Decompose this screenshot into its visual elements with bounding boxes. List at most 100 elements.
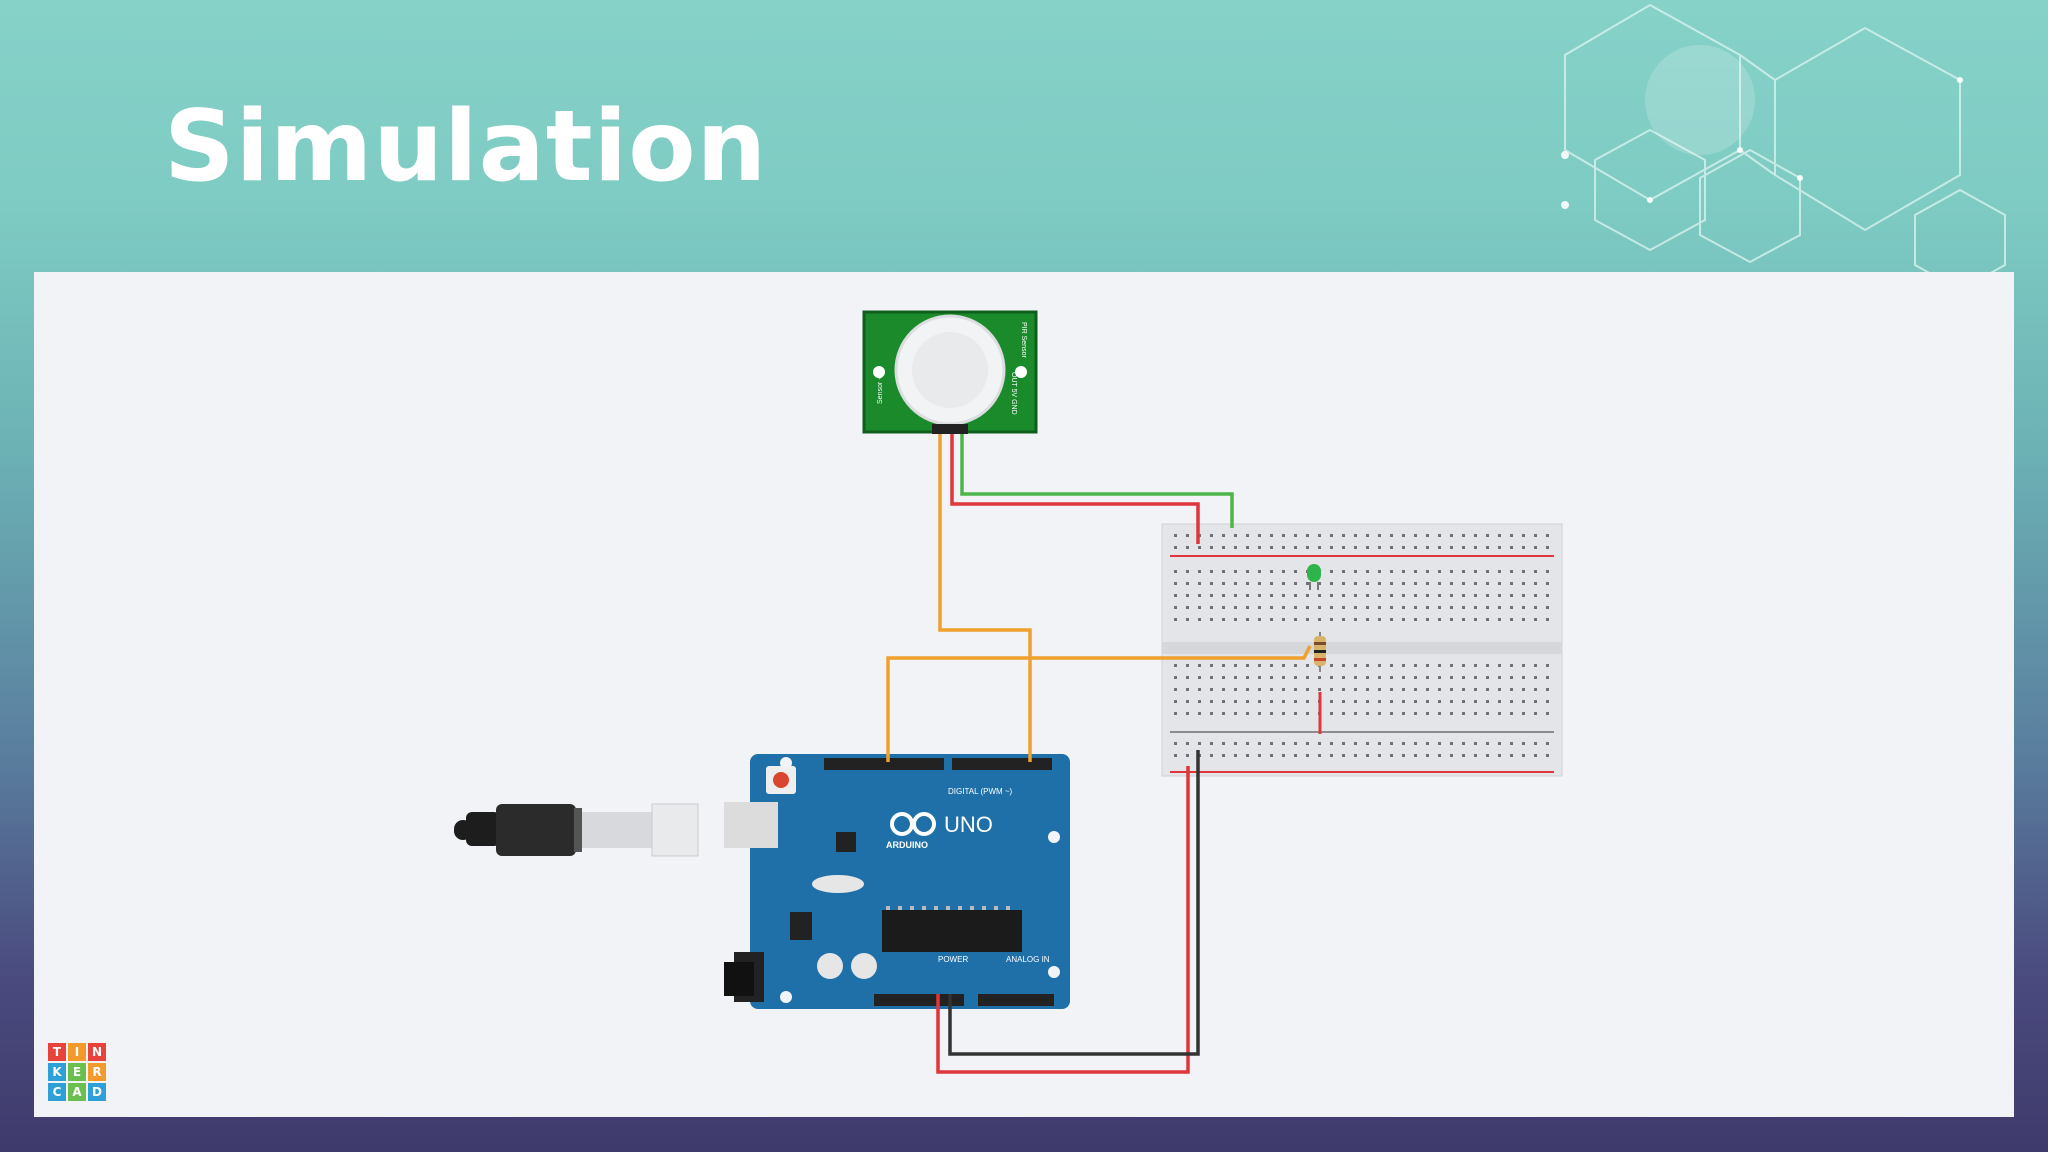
breadboard-hole[interactable] [1330, 582, 1333, 585]
breadboard-hole[interactable] [1366, 712, 1369, 715]
breadboard-hole[interactable] [1426, 700, 1429, 703]
breadboard-hole[interactable] [1462, 754, 1465, 757]
breadboard-hole[interactable] [1546, 618, 1549, 621]
breadboard-hole[interactable] [1258, 570, 1261, 573]
breadboard-hole[interactable] [1318, 754, 1321, 757]
breadboard-hole[interactable] [1354, 606, 1357, 609]
breadboard-hole[interactable] [1546, 700, 1549, 703]
breadboard-hole[interactable] [1342, 618, 1345, 621]
breadboard-hole[interactable] [1474, 742, 1477, 745]
breadboard-hole[interactable] [1522, 688, 1525, 691]
breadboard-hole[interactable] [1222, 700, 1225, 703]
breadboard-hole[interactable] [1474, 676, 1477, 679]
breadboard-hole[interactable] [1486, 618, 1489, 621]
breadboard-hole[interactable] [1306, 618, 1309, 621]
breadboard-hole[interactable] [1330, 754, 1333, 757]
breadboard-hole[interactable] [1210, 700, 1213, 703]
breadboard-hole[interactable] [1474, 570, 1477, 573]
breadboard-hole[interactable] [1414, 582, 1417, 585]
breadboard-hole[interactable] [1174, 676, 1177, 679]
breadboard-hole[interactable] [1198, 570, 1201, 573]
breadboard-hole[interactable] [1390, 664, 1393, 667]
breadboard-hole[interactable] [1450, 754, 1453, 757]
breadboard-hole[interactable] [1522, 570, 1525, 573]
breadboard-hole[interactable] [1186, 570, 1189, 573]
breadboard-hole[interactable] [1282, 606, 1285, 609]
breadboard-hole[interactable] [1522, 618, 1525, 621]
breadboard-hole[interactable] [1294, 594, 1297, 597]
breadboard-hole[interactable] [1522, 546, 1525, 549]
breadboard-hole[interactable] [1306, 754, 1309, 757]
breadboard-hole[interactable] [1330, 742, 1333, 745]
breadboard-hole[interactable] [1174, 618, 1177, 621]
breadboard-hole[interactable] [1438, 688, 1441, 691]
breadboard-hole[interactable] [1246, 594, 1249, 597]
breadboard-hole[interactable] [1330, 618, 1333, 621]
breadboard-hole[interactable] [1414, 688, 1417, 691]
breadboard-hole[interactable] [1546, 582, 1549, 585]
breadboard-hole[interactable] [1498, 700, 1501, 703]
breadboard-hole[interactable] [1510, 688, 1513, 691]
breadboard-hole[interactable] [1390, 534, 1393, 537]
breadboard-hole[interactable] [1426, 688, 1429, 691]
breadboard-hole[interactable] [1210, 534, 1213, 537]
breadboard-hole[interactable] [1414, 754, 1417, 757]
breadboard-hole[interactable] [1534, 618, 1537, 621]
breadboard-hole[interactable] [1462, 534, 1465, 537]
breadboard-hole[interactable] [1378, 754, 1381, 757]
breadboard-hole[interactable] [1378, 700, 1381, 703]
breadboard-hole[interactable] [1438, 742, 1441, 745]
breadboard-hole[interactable] [1246, 570, 1249, 573]
breadboard-hole[interactable] [1354, 742, 1357, 745]
breadboard-hole[interactable] [1294, 742, 1297, 745]
breadboard-hole[interactable] [1474, 606, 1477, 609]
breadboard-hole[interactable] [1354, 582, 1357, 585]
breadboard-hole[interactable] [1378, 570, 1381, 573]
breadboard-hole[interactable] [1246, 606, 1249, 609]
breadboard-hole[interactable] [1438, 594, 1441, 597]
breadboard-hole[interactable] [1366, 546, 1369, 549]
breadboard-hole[interactable] [1486, 534, 1489, 537]
breadboard-hole[interactable] [1510, 700, 1513, 703]
breadboard-hole[interactable] [1366, 700, 1369, 703]
breadboard-hole[interactable] [1186, 754, 1189, 757]
breadboard-hole[interactable] [1210, 664, 1213, 667]
breadboard-hole[interactable] [1402, 582, 1405, 585]
breadboard-hole[interactable] [1282, 570, 1285, 573]
breadboard-hole[interactable] [1174, 582, 1177, 585]
breadboard-hole[interactable] [1534, 546, 1537, 549]
breadboard-hole[interactable] [1198, 676, 1201, 679]
breadboard-hole[interactable] [1234, 676, 1237, 679]
breadboard-hole[interactable] [1498, 754, 1501, 757]
breadboard-hole[interactable] [1354, 594, 1357, 597]
breadboard-hole[interactable] [1270, 606, 1273, 609]
breadboard-hole[interactable] [1186, 594, 1189, 597]
breadboard-hole[interactable] [1174, 546, 1177, 549]
breadboard-hole[interactable] [1462, 742, 1465, 745]
breadboard-hole[interactable] [1210, 606, 1213, 609]
breadboard-hole[interactable] [1210, 618, 1213, 621]
breadboard-hole[interactable] [1342, 664, 1345, 667]
breadboard-hole[interactable] [1546, 594, 1549, 597]
breadboard-hole[interactable] [1546, 676, 1549, 679]
breadboard-hole[interactable] [1354, 534, 1357, 537]
breadboard-hole[interactable] [1210, 582, 1213, 585]
breadboard-hole[interactable] [1234, 534, 1237, 537]
breadboard-hole[interactable] [1534, 664, 1537, 667]
breadboard-hole[interactable] [1198, 582, 1201, 585]
breadboard-hole[interactable] [1438, 618, 1441, 621]
breadboard-hole[interactable] [1546, 606, 1549, 609]
breadboard-hole[interactable] [1246, 618, 1249, 621]
breadboard-hole[interactable] [1486, 688, 1489, 691]
breadboard-hole[interactable] [1234, 700, 1237, 703]
breadboard-hole[interactable] [1474, 618, 1477, 621]
breadboard-hole[interactable] [1414, 742, 1417, 745]
breadboard-hole[interactable] [1498, 688, 1501, 691]
breadboard-hole[interactable] [1270, 546, 1273, 549]
breadboard-hole[interactable] [1522, 606, 1525, 609]
breadboard-hole[interactable] [1438, 546, 1441, 549]
breadboard-hole[interactable] [1282, 700, 1285, 703]
breadboard-hole[interactable] [1294, 712, 1297, 715]
breadboard-hole[interactable] [1198, 618, 1201, 621]
breadboard-hole[interactable] [1282, 534, 1285, 537]
